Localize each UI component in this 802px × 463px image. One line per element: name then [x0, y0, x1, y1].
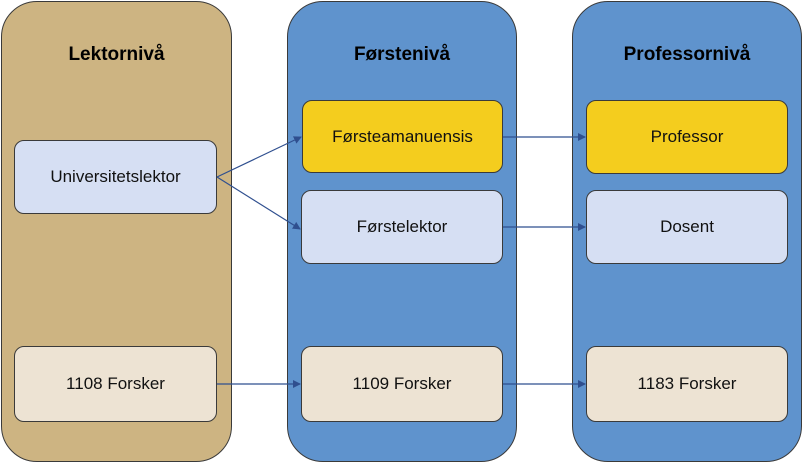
- box-forstelektor: Førstelektor: [301, 190, 503, 264]
- box-forsteamanuensis: Førsteamanuensis: [302, 100, 503, 173]
- box-dosent: Dosent: [586, 190, 788, 264]
- column-title-forsteniva: Førstenivå: [353, 44, 451, 65]
- box-1183-forsker: 1183 Forsker: [586, 346, 788, 422]
- box-1108-forsker: 1108 Forsker: [14, 346, 217, 422]
- column-title-lektorniva: Lektornivå: [68, 44, 165, 65]
- column-title-professorniva: Professornivå: [623, 44, 751, 65]
- box-1109-forsker: 1109 Forsker: [301, 346, 503, 422]
- box-professor: Professor: [586, 100, 788, 174]
- box-universitetslektor: Universitetslektor: [14, 140, 217, 214]
